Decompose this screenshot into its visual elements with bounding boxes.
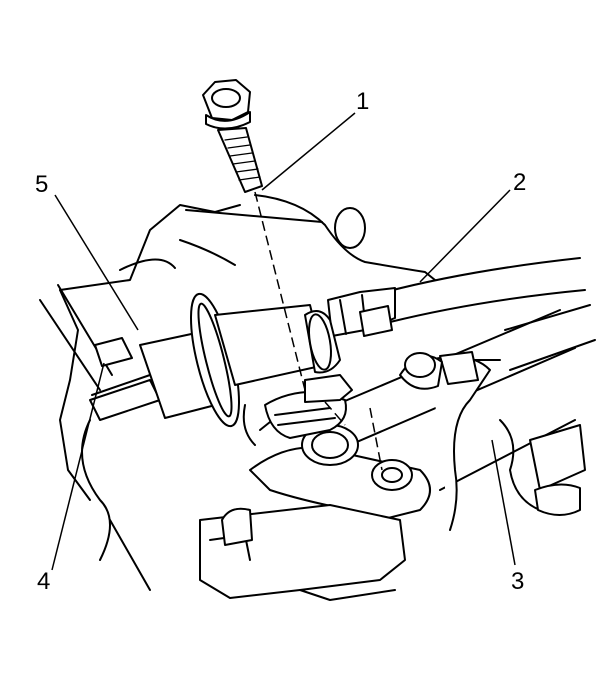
callout-5: 5: [35, 171, 48, 198]
callout-labels: 1 2 3 4 5: [35, 88, 526, 595]
leader-2: [419, 189, 511, 283]
retaining-clip: [91, 337, 151, 396]
leader-lines: [51, 112, 516, 571]
leader-1: [261, 112, 356, 191]
leader-3: [491, 439, 516, 566]
callout-1: 1: [356, 88, 369, 115]
hose: [327, 257, 586, 337]
callout-4: 4: [37, 568, 50, 595]
fuel-rail: [299, 304, 596, 531]
fuel-injector: [89, 292, 353, 439]
bolt: [202, 79, 383, 471]
leader-5: [54, 194, 139, 331]
leader-4: [51, 362, 105, 571]
manifold-base: [199, 404, 431, 601]
callout-3: 3: [511, 568, 524, 595]
callout-2: 2: [513, 169, 526, 196]
